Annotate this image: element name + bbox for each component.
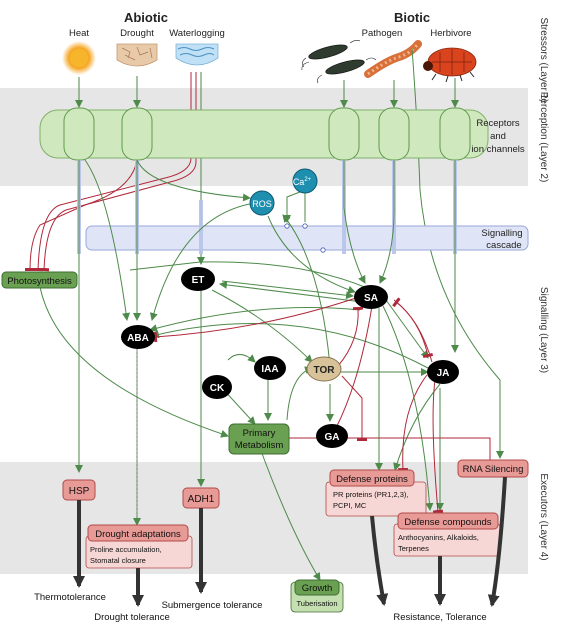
et-label: ET [192,275,205,286]
defense-proteins-detail-2: PCPI, MC [333,501,367,510]
signalling-arrows [39,159,459,581]
waterlogging-label: Waterlogging [169,28,225,39]
receptors-label-1: Receptors [476,118,520,129]
hsp-label: HSP [69,486,90,497]
defense-compounds-label: Defense compounds [404,517,491,528]
ga-label: GA [325,432,340,443]
defense-proteins-box [329,469,415,487]
abiotic-title: Abiotic [124,10,168,25]
pathogen-label: Pathogen [362,28,403,39]
layer-label-executors: Executors (Layer 4) [538,473,549,560]
herbivore-to-rna [411,47,504,459]
receptor-pathogen [328,107,360,161]
receptors-label-3: ion channels [471,144,525,155]
defense-proteins-detail-1: PR proteins (PR1,2,3), [333,490,408,499]
tuberisation-label: Tuberisation [297,599,338,608]
growth-box [294,579,340,596]
tor-label: TOR [314,365,336,376]
receptors-label-2: and [490,131,506,142]
drought-detail-1: Proline accumulation, [90,545,162,554]
drought-label: Drought [120,28,154,39]
ck-label: CK [210,383,225,394]
defense-compounds-detail-2: Terpenes [398,544,429,553]
submergence-tolerance-label: Submergence tolerance [162,600,263,611]
iaa-label: IAA [261,364,278,375]
outcome-arrows [73,476,507,607]
waterlogging-inhibit-1 [32,72,192,272]
receptor-drought [121,107,153,161]
aba-label: ABA [127,333,149,344]
adh1-label: ADH1 [188,494,215,505]
drought-detail-2: Stomatal closure [90,556,146,565]
resistance-tolerance-label: Resistance, Tolerance [393,612,486,623]
receptor-band [39,109,489,159]
primary-metabolism-label-1: Primary [243,428,276,439]
water-icon [175,43,219,66]
drought-tolerance-label: Drought tolerance [94,612,170,623]
ja-node [427,360,459,384]
layer-label-stressors: Stressors (Layer 1) [538,17,549,102]
receptor-heat [63,107,95,161]
defense-compounds-detail-1: Anthocyanins, Alkaloids, [398,533,479,542]
receptor-caterpillar [378,107,410,161]
sa-label: SA [364,293,378,304]
cascade-label-1: Signalling [481,228,522,239]
photosynthesis-box [1,271,78,289]
waterlogging-inhibit-2 [38,72,197,272]
cascade-junction-dots [284,223,326,253]
layer-label-signalling: Signalling (Layer 3) [538,287,549,373]
calcium-label: Ca2+ [293,177,312,187]
drought-inhibit-photosynthesis [24,159,138,272]
ros-node [249,190,275,216]
bacteria-icon [301,40,377,84]
ros-label: ROS [252,199,272,209]
photosynthesis-label: Photosynthesis [7,276,72,287]
thermotolerance-label: Thermotolerance [34,592,106,603]
defense-proteins-label: Defense proteins [336,474,408,485]
herbivore-label: Herbivore [430,28,471,39]
tor-node [306,356,342,382]
rna-silencing-label: RNA Silencing [463,464,524,475]
ga-node [316,424,348,448]
aba-node [121,325,155,349]
sa-node [354,285,388,309]
caterpillar-icon [364,40,422,78]
beetle-icon [423,47,477,83]
primary-metabolism-label-2: Metabolism [235,440,284,451]
cascade-label-2: cascade [486,240,521,251]
ck-node [202,375,232,399]
rna-silencing-box [457,459,529,478]
et-node [181,267,215,291]
primary-metabolism-box [228,423,290,455]
drought-adaptations-label: Drought adaptations [95,529,181,540]
drought-adaptations-box [87,524,189,542]
ja-label: JA [437,368,450,379]
defense-proteins-detail [325,481,427,517]
cracked-soil-icon [116,43,158,67]
receptor-herbivore [439,107,471,161]
biotic-title: Biotic [394,10,430,25]
calcium-node [292,168,318,194]
growth-label: Growth [302,583,333,594]
iaa-node [254,356,286,380]
signalling-cascade [85,225,529,251]
layer-label-perception: Perception (Layer 2) [538,92,549,183]
sun-icon [62,41,96,75]
heat-label: Heat [69,28,89,39]
defense-compounds-box [397,512,499,530]
